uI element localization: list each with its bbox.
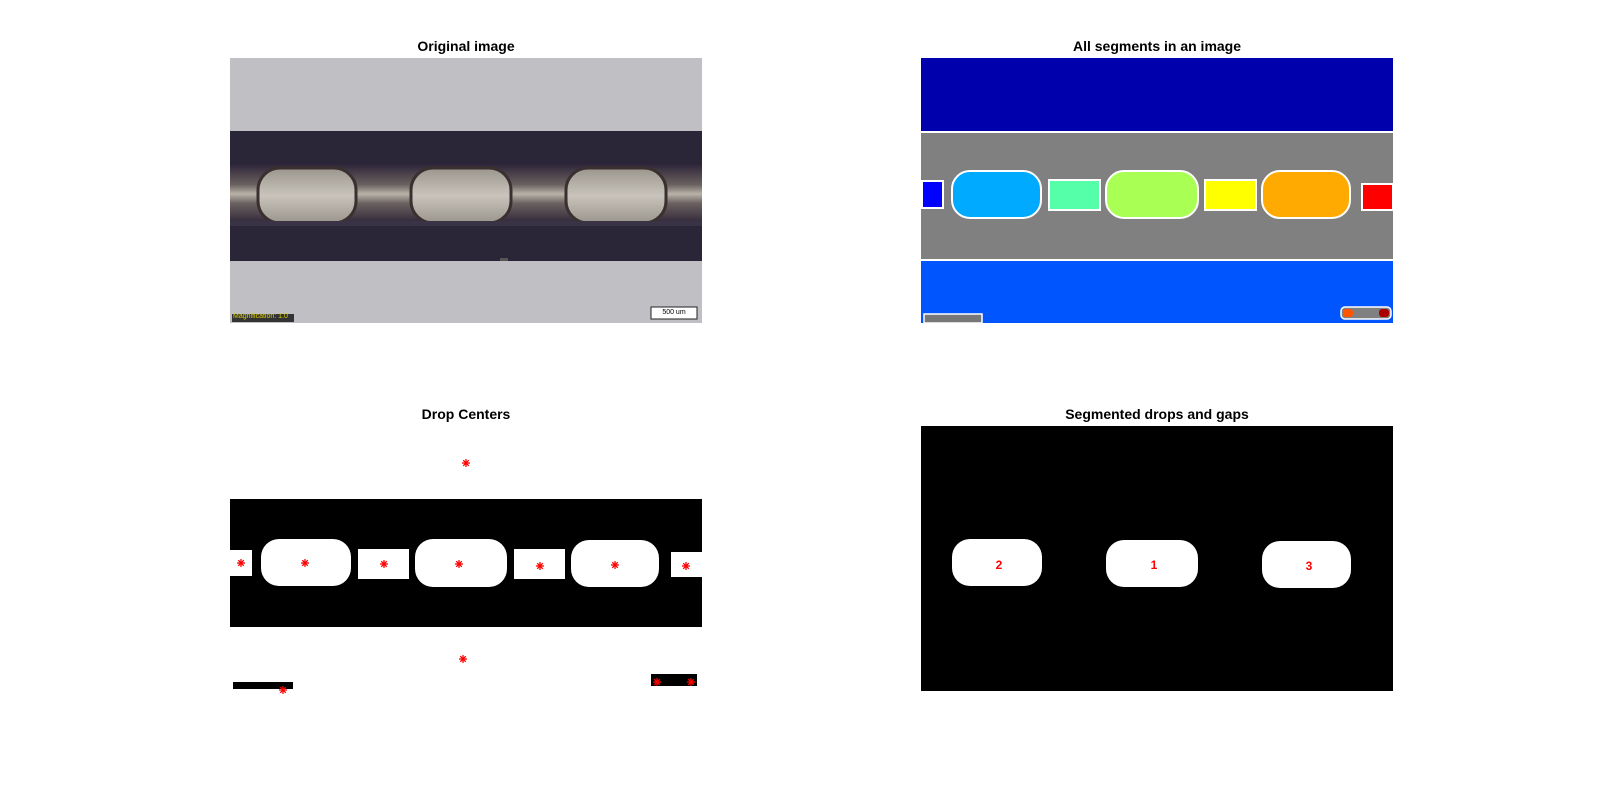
center-marker [301,559,309,567]
center-marker [611,561,619,569]
center-marker [682,562,690,570]
drop-label-1: 1 [1151,558,1158,572]
center-marker [687,678,695,686]
title-original-image: Original image [417,38,515,54]
center-marker [380,560,388,568]
center-marker [459,655,467,663]
center-marker [536,562,544,570]
title-all-segments: All segments in an image [1072,38,1242,54]
drop-label-3: 3 [1306,559,1313,573]
original-image-svg [230,58,702,323]
drops-image-svg: 2 1 3 [921,426,1393,691]
segments-image [921,58,1393,323]
drops-image: 2 1 3 [921,426,1393,691]
center-marker [653,678,661,686]
magnification-label: Magnification: 1.0 [233,313,288,320]
title-segmented-drops: Segmented drops and gaps [1065,406,1249,422]
centers-image [230,426,702,696]
center-marker [237,559,245,567]
segments-image-svg [921,58,1393,323]
original-image: Magnification: 1.0 500 um [230,58,702,323]
centers-image-svg [230,426,702,696]
center-marker [279,686,287,694]
scale-bar-label: 500 um [662,309,686,316]
title-drop-centers: Drop Centers [421,406,511,422]
center-marker [462,459,470,467]
center-marker [455,560,463,568]
drop-label-2: 2 [996,558,1003,572]
